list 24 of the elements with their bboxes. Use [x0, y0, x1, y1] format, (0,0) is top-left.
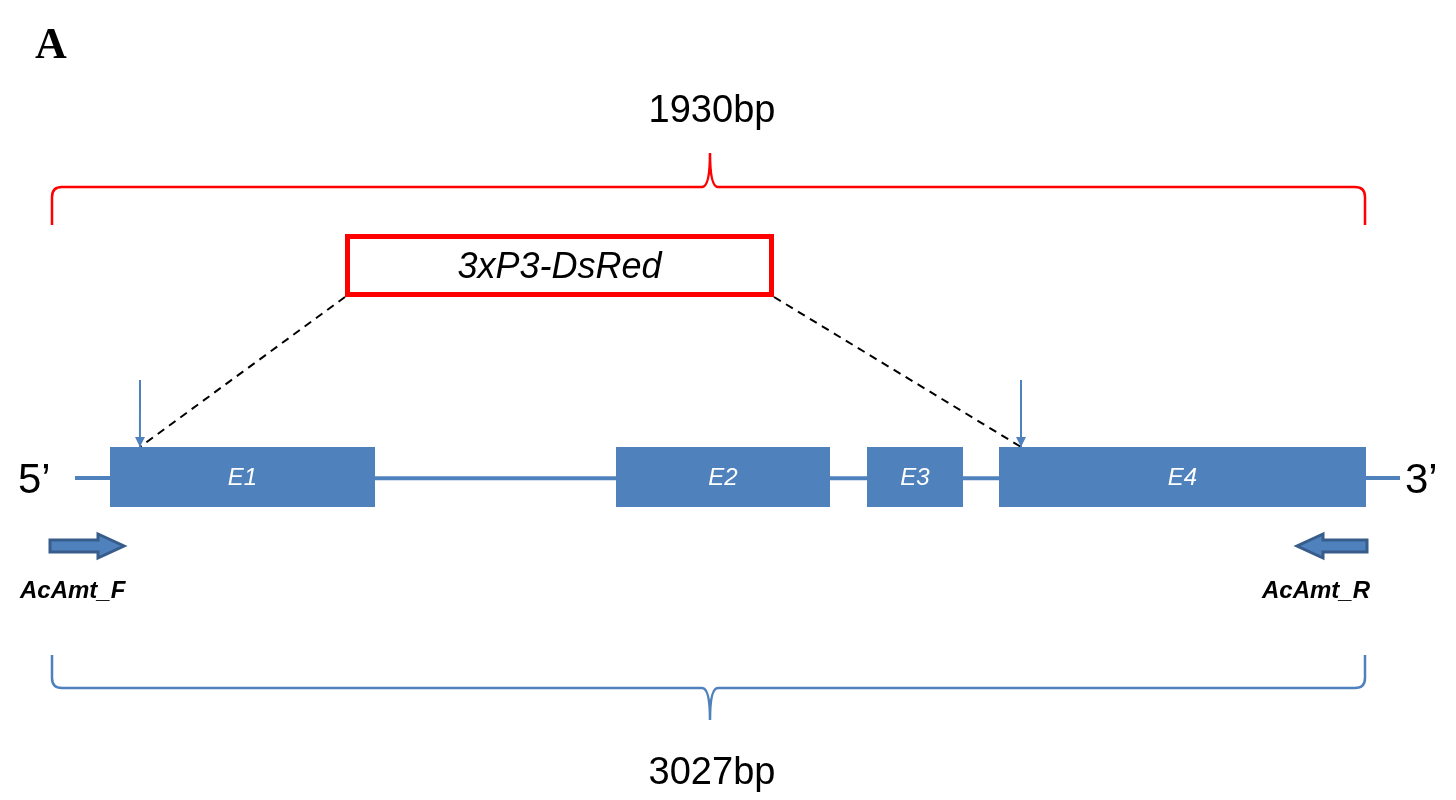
insert-cassette-box [345, 234, 774, 297]
exon-label: E1 [227, 463, 258, 491]
size-label: 1930bp [648, 90, 776, 128]
exon-label: E2 [708, 463, 738, 491]
exon-label: E3 [900, 463, 930, 491]
primer-label: AcAmt_R [1261, 578, 1370, 602]
arrow [134, 379, 145, 448]
dashed-line [773, 296, 1022, 448]
exon-label: E4 [1167, 463, 1198, 491]
primer-label: AcAmt_F [20, 578, 126, 602]
panel-letter: A [35, 22, 67, 66]
exon-box [999, 447, 1366, 507]
exon-box [616, 447, 830, 507]
arrow [1016, 379, 1026, 448]
intron-line [830, 476, 867, 481]
size-label: 3027bp [648, 752, 776, 790]
dashed-line [138, 296, 346, 448]
intron-line [375, 476, 616, 481]
exon-box [110, 447, 375, 507]
exon-box [867, 447, 963, 507]
end-label: 5’ [18, 458, 51, 500]
insert-label: 3xP3-DsRed [457, 244, 662, 287]
end-label: 3’ [1405, 458, 1438, 500]
intron-line [963, 476, 999, 481]
